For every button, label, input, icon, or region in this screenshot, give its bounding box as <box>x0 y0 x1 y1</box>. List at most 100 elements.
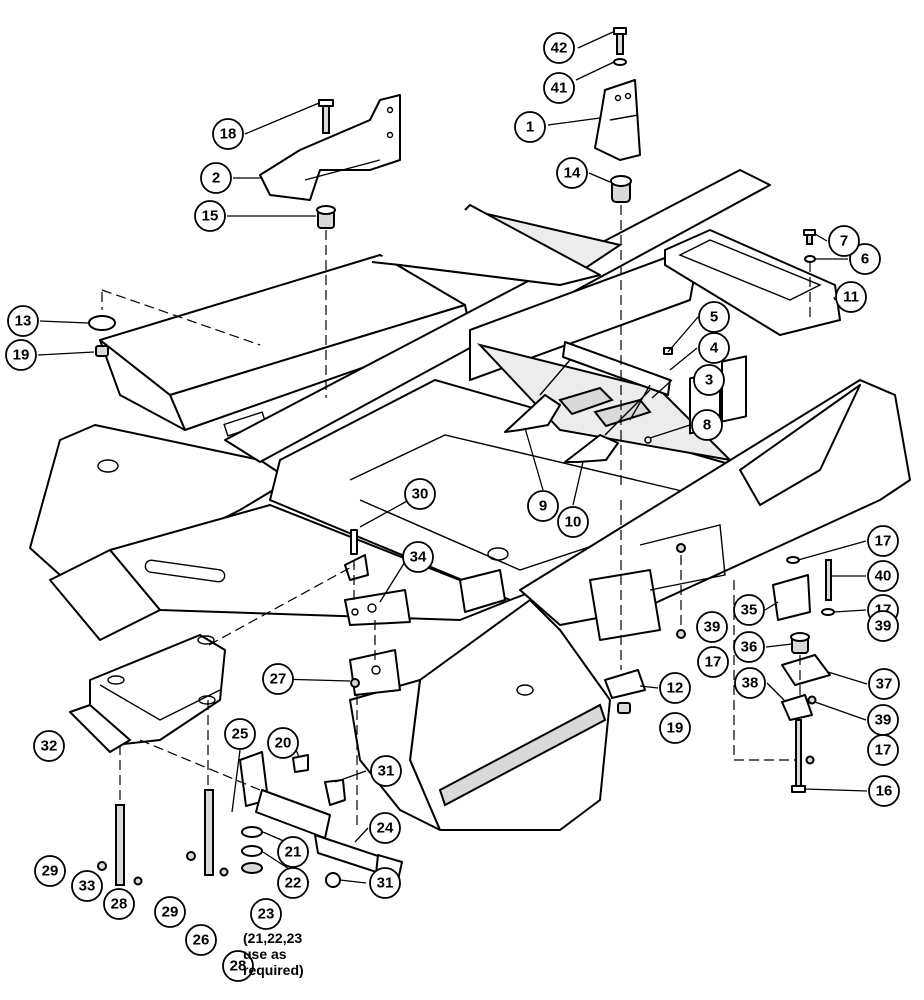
callout: 40 <box>867 560 899 592</box>
bolt-7 <box>803 229 816 245</box>
callout: 17 <box>867 525 899 557</box>
callout: 37 <box>868 668 900 700</box>
callout-label: 19 <box>13 347 30 364</box>
callout-label: 10 <box>565 514 582 531</box>
callout: 7 <box>828 225 860 257</box>
callout: 19 <box>659 712 691 744</box>
callout: 29 <box>154 896 186 928</box>
usage-note-line: (21,22,23 <box>243 930 303 946</box>
callout-label: 23 <box>258 906 275 923</box>
adjuster-assembly <box>239 751 403 888</box>
callout-label: 31 <box>378 763 395 780</box>
callout-label: 42 <box>551 40 568 57</box>
callout-label: 32 <box>41 738 58 755</box>
callout-label: 19 <box>667 720 684 737</box>
callout: 31 <box>369 867 401 899</box>
callout: 26 <box>185 924 217 956</box>
callout: 35 <box>733 594 765 626</box>
washer-41 <box>613 58 627 66</box>
callout-label: 17 <box>875 533 892 550</box>
callout-label: 9 <box>539 498 547 515</box>
callout: 24 <box>369 812 401 844</box>
pivot-bracket-32 <box>69 634 226 753</box>
bushing-15 <box>316 205 336 229</box>
knobs-9-10 <box>504 359 651 463</box>
callout: 14 <box>556 157 588 189</box>
callout-label: 38 <box>742 675 759 692</box>
callout-label: 18 <box>220 126 237 143</box>
callout: 42 <box>543 32 575 64</box>
callout: 1 <box>514 111 546 143</box>
callout: 23 <box>250 898 282 930</box>
usage-note-line: required) <box>243 962 304 978</box>
callout-label: 36 <box>741 639 758 656</box>
callout: 4 <box>698 332 730 364</box>
callout: 39 <box>696 611 728 643</box>
callout-label: 26 <box>193 932 210 949</box>
callout: 10 <box>557 506 589 538</box>
bolt-42 <box>613 27 627 55</box>
callout: 12 <box>659 672 691 704</box>
callout-label: 12 <box>667 680 684 697</box>
callout-label: 3 <box>705 372 713 389</box>
callout-label: 7 <box>840 233 848 250</box>
callout-label: 16 <box>876 783 893 800</box>
callout: 17 <box>697 646 729 678</box>
callout: 32 <box>33 730 65 762</box>
callout: 8 <box>691 409 723 441</box>
callout-label: 29 <box>162 904 179 921</box>
mower-deck-frame <box>29 169 911 831</box>
callout-label: 39 <box>875 712 892 729</box>
callout: 27 <box>262 663 294 695</box>
callout: 28 <box>222 950 254 982</box>
usage-note: (21,22,23 use as required) <box>243 930 353 978</box>
callout: 15 <box>194 200 226 232</box>
callout: 3 <box>693 364 725 396</box>
callout-label: 8 <box>703 417 711 434</box>
callout: 19 <box>5 339 37 371</box>
mount-1 <box>594 79 641 161</box>
callout: 2 <box>200 162 232 194</box>
callout: 38 <box>734 667 766 699</box>
callout-label: 1 <box>526 119 534 136</box>
callout: 13 <box>7 305 39 337</box>
callout: 34 <box>402 541 434 573</box>
callout-label: 28 <box>230 958 247 975</box>
bolt-18 <box>318 99 334 134</box>
callout: 21 <box>277 836 309 868</box>
callout-label: 33 <box>79 878 96 895</box>
callout-label: 35 <box>741 602 758 619</box>
bracket-12-nut-19 <box>604 669 646 714</box>
callout-label: 41 <box>551 80 568 97</box>
callout-label: 30 <box>412 486 429 503</box>
callout-label: 28 <box>111 896 128 913</box>
callout-label: 20 <box>275 735 292 752</box>
callout: 41 <box>543 72 575 104</box>
callout-label: 5 <box>710 309 718 326</box>
callout-label: 21 <box>285 844 302 861</box>
callout: 6 <box>849 243 881 275</box>
washer-6 <box>804 255 816 263</box>
callout-label: 11 <box>843 289 859 306</box>
callout-label: 13 <box>15 313 32 330</box>
cover-plate-11 <box>664 229 841 336</box>
callout: 16 <box>868 775 900 807</box>
callout: 22 <box>277 867 309 899</box>
callout: 39 <box>867 704 899 736</box>
callout: 29 <box>34 855 66 887</box>
callout: 36 <box>733 631 765 663</box>
washer-13-nut-19 <box>88 315 116 357</box>
callout: 28 <box>103 888 135 920</box>
callout-label: 25 <box>232 726 249 743</box>
callout-label: 39 <box>704 619 721 636</box>
callout: 9 <box>527 490 559 522</box>
callout-label: 24 <box>377 820 394 837</box>
right-mount-parts <box>676 543 835 793</box>
callout-label: 6 <box>861 251 869 268</box>
callout: 5 <box>698 301 730 333</box>
callout: 20 <box>267 727 299 759</box>
leader-lines <box>37 31 868 884</box>
callout: 17 <box>867 734 899 766</box>
callout-label: 15 <box>202 208 219 225</box>
